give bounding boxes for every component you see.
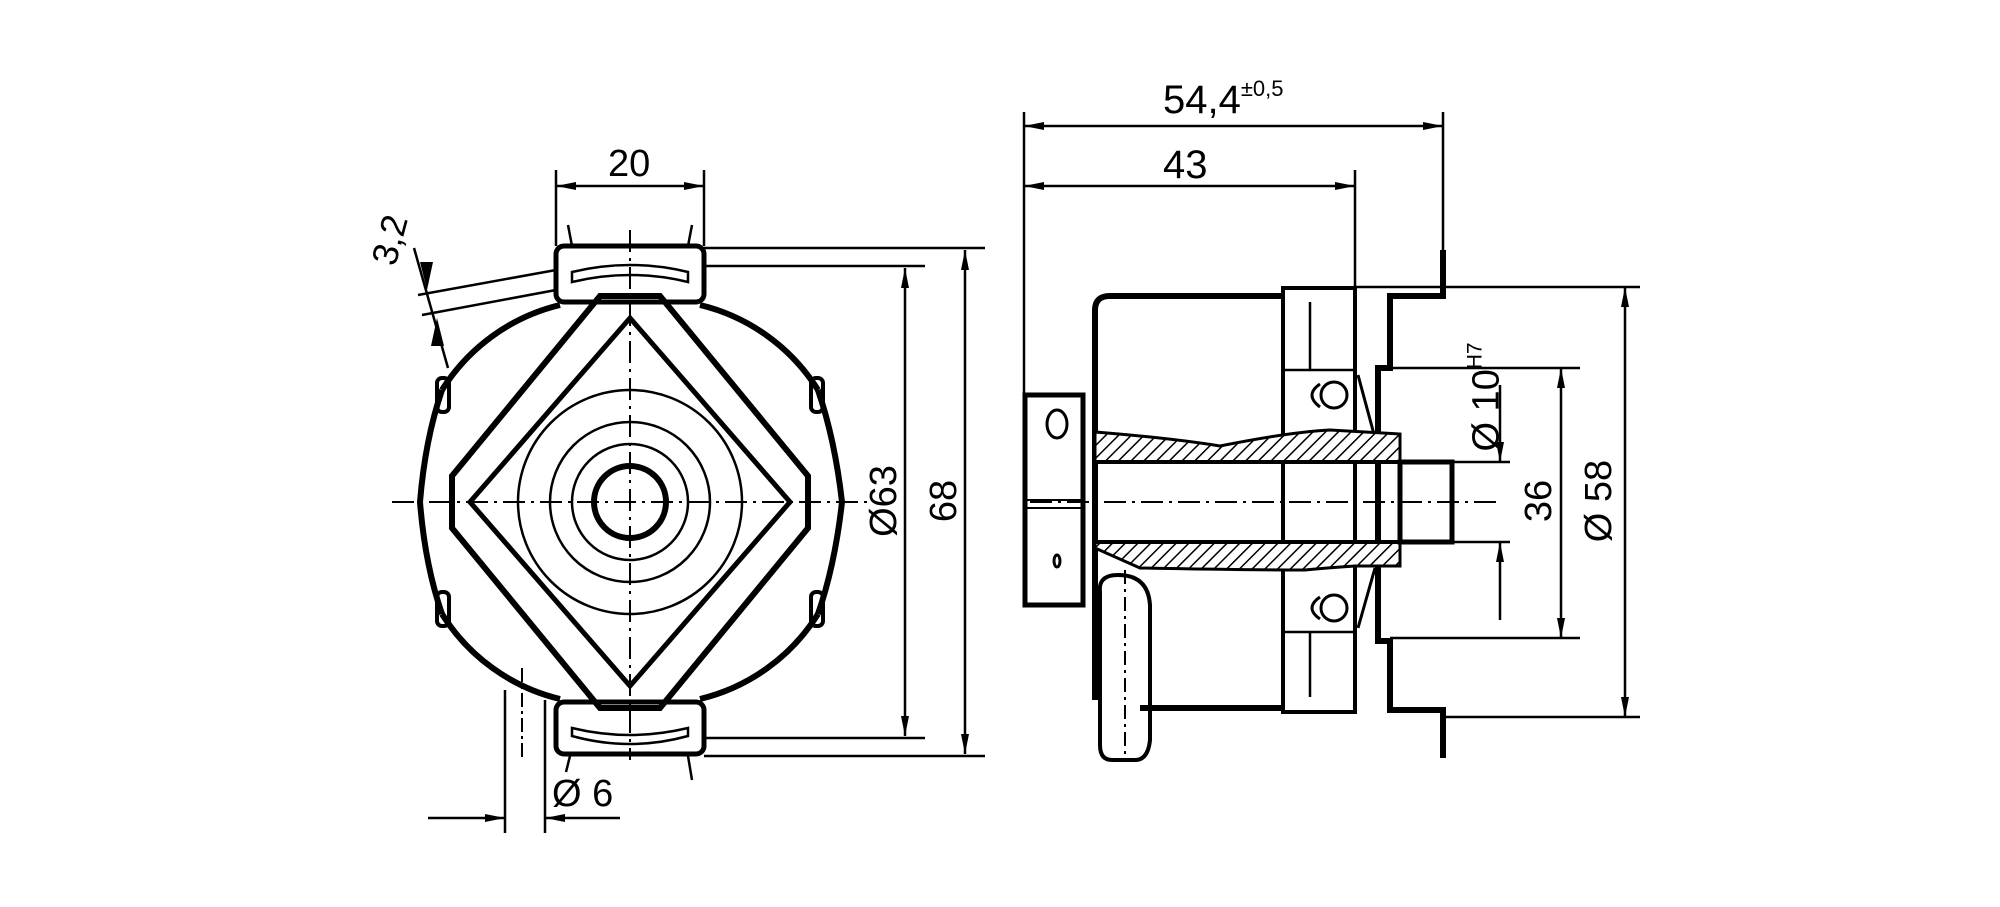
front-view [392,170,985,833]
ring-1 [516,388,744,616]
bore-circle [591,463,669,541]
clamp-screw-bottom [1319,593,1349,623]
dim-fit-h7: H7 [1463,342,1487,370]
ring-2 [548,420,712,584]
cable-gland [1097,572,1152,762]
diamond-flange-outer [449,293,811,711]
hollow-shaft-upper [1093,428,1402,464]
right-lug-top [809,376,825,414]
diamond-flange-inner [466,314,794,690]
dim-label-dia-6: Ø 6 [552,773,614,815]
housing-outline [439,302,821,702]
top-mounting-tab [553,243,707,305]
dim-label-dia-63: Ø63 [862,465,905,537]
bottom-mounting-tab [553,699,707,757]
hollow-shaft-lower [1093,540,1402,572]
ring-3 [570,442,690,562]
dim-label-54-4: 54,4±0,5 [1163,78,1284,122]
housing-body [1092,293,1283,711]
dim-label-dia-58: Ø 58 [1578,459,1621,543]
dim-tolerance: ±0,5 [1240,76,1284,101]
dim-label-dia-10: Ø 10H7 [1464,342,1508,452]
flange-profile [1375,250,1446,758]
left-lug-bottom [435,590,451,628]
dim-label-43: 43 [1163,143,1208,187]
clamp-screw-top [1319,380,1349,410]
connector-plate [1022,392,1086,608]
dim-value-54-4: 54,4 [1163,78,1241,122]
dim-3-2-line [412,247,450,369]
dim-label-68: 68 [923,479,966,523]
side-section-view [1022,112,1640,762]
dim-value-dia-10: Ø 10 [1465,369,1508,452]
right-lug-bottom [809,590,825,628]
dim-label-36: 36 [1518,479,1561,523]
left-lug-top [435,376,451,414]
dim-label-20: 20 [608,143,651,185]
